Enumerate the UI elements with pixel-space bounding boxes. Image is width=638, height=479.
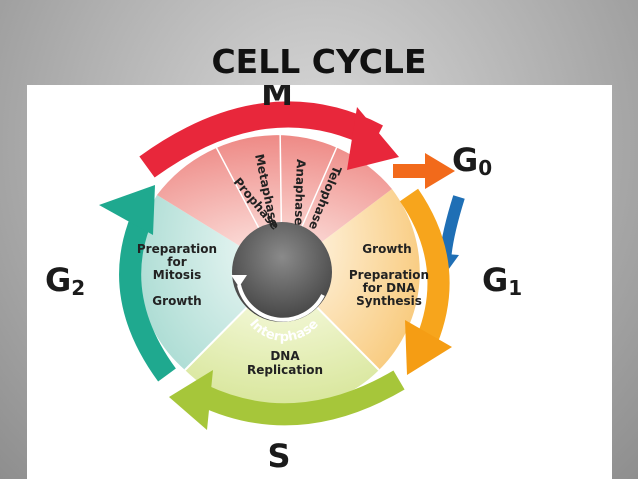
g0-arrowhead — [425, 153, 455, 189]
m-arrowhead — [347, 107, 399, 170]
g2-arrow — [119, 221, 176, 382]
s-phase-label: S — [267, 437, 290, 475]
g2-text-line2: for — [167, 255, 186, 269]
mitosis-sector — [157, 135, 392, 272]
g2-phase-label: G2 — [45, 261, 85, 300]
s-text-line2: Replication — [247, 363, 323, 377]
g2-sector — [137, 195, 282, 370]
g2-text-line3: Mitosis — [153, 268, 201, 282]
g1-sector — [282, 189, 420, 370]
interphase-disc — [232, 222, 332, 322]
g0-phase-label: G0 — [452, 141, 492, 180]
interphase-arrowhead — [231, 275, 247, 287]
g1-text-line2: Preparation — [349, 268, 429, 282]
g1-arrow — [399, 188, 450, 345]
g2-text-line4: Growth — [152, 294, 201, 308]
g2-text-line1: Preparation — [137, 242, 217, 256]
diagram-panel: Interphase Prophase Metaphase Anaphase T… — [27, 85, 612, 479]
g1-text-line3: for DNA — [363, 281, 417, 295]
g2-arrowhead — [99, 185, 155, 235]
cell-cycle-diagram: Interphase Prophase Metaphase Anaphase T… — [45, 85, 522, 475]
g0-return-arrow — [439, 195, 465, 261]
slide-title: CELL CYCLE — [211, 42, 427, 81]
s-arrowhead — [169, 370, 213, 430]
interphase-arc-arrow — [237, 284, 325, 322]
g1-arrowhead — [405, 320, 452, 375]
m-phase-label: M — [261, 85, 293, 113]
g1-phase-label: G1 — [482, 261, 522, 300]
s-sector — [185, 272, 379, 410]
m-arrow — [139, 101, 383, 178]
s-arrow — [197, 370, 405, 426]
s-text-line1: DNA — [270, 349, 300, 363]
g1-text-line4: Synthesis — [356, 294, 422, 308]
anaphase-label: Anaphase — [292, 159, 308, 226]
g1-text-line1: Growth — [362, 242, 411, 256]
